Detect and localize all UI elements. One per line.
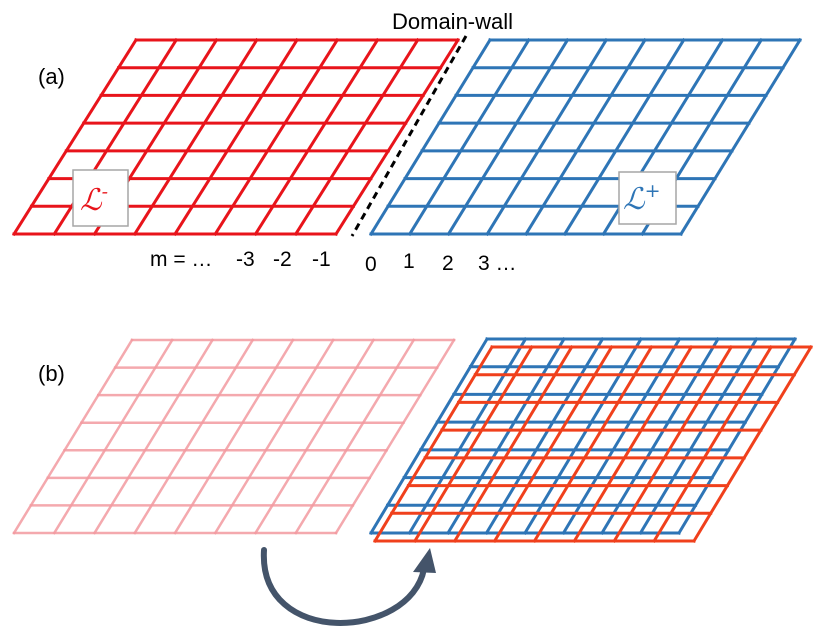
- right-lattice-symbol-box: ℒ+: [618, 171, 677, 225]
- lattice-column-line: [452, 344, 574, 544]
- lattice-column-line: [572, 344, 694, 544]
- domain-wall-label: Domain-wall: [392, 9, 513, 34]
- lattice-column-line: [523, 37, 648, 237]
- lattice-column-line: [652, 344, 774, 544]
- lattice-column-line: [368, 336, 490, 536]
- index-label: -2: [273, 248, 292, 271]
- lattice-column-line: [11, 37, 139, 237]
- lattice-column-line: [522, 336, 644, 536]
- lattice-column-line: [253, 338, 376, 535]
- lattice-column-line: [638, 336, 759, 536]
- index-label: 2: [442, 252, 454, 275]
- lattice-column-line: [485, 37, 609, 237]
- site-index-labels: m = … -3 -2 -1 0 1 2 3 …: [150, 248, 517, 276]
- index-prefix: m = …: [150, 248, 212, 271]
- lattice-column-line: [532, 344, 654, 544]
- overlaid-red-lattice: [372, 344, 814, 544]
- index-label: 3 …: [478, 252, 517, 275]
- lattice-column-line: [12, 338, 134, 535]
- lattice-column-line: [368, 37, 493, 237]
- blue-right-lattice: [368, 336, 798, 536]
- index-label: 1: [403, 250, 415, 273]
- lattice-column-line: [412, 344, 534, 544]
- lattice-column-line: [172, 37, 300, 237]
- right-lattice-symbol: ℒ+: [623, 180, 661, 217]
- lattice-column-line: [372, 344, 495, 544]
- index-label: -1: [312, 248, 331, 271]
- lattice-column-line: [562, 37, 686, 237]
- lattice-column-line: [213, 338, 335, 535]
- lattice-column-line: [445, 336, 567, 536]
- lattice-column-line: [612, 344, 734, 544]
- lattice-column-line: [691, 344, 814, 544]
- panel-b-label: (b): [38, 361, 65, 386]
- lattice-column-line: [133, 338, 255, 535]
- lattice-column-line: [213, 37, 340, 237]
- lattice-column-line: [253, 37, 380, 237]
- lattice-column-line: [446, 37, 570, 237]
- translation-arrow: [260, 547, 436, 626]
- left-lattice-symbol-box: ℒ-: [72, 169, 129, 227]
- panel-a-label: (a): [38, 64, 65, 89]
- faded-left-lattice: [12, 338, 456, 535]
- lattice-column-line: [676, 336, 798, 536]
- lattice-column-line: [294, 338, 416, 535]
- lattice-column-line: [52, 338, 174, 535]
- panel-b: (b): [12, 336, 814, 626]
- lattice-column-line: [407, 336, 528, 536]
- panel-a: (a) Domain-wall ℒ- ℒ+ m = … -3 -2 -1 0 1…: [11, 9, 803, 276]
- left-lattice-symbol: ℒ-: [80, 181, 108, 218]
- lattice-column-line: [484, 336, 605, 536]
- lattice-column-line: [333, 37, 461, 237]
- lattice-column-line: [561, 336, 682, 536]
- lattice-column-line: [92, 338, 215, 535]
- lattice-column-line: [334, 338, 456, 535]
- lattice-column-line: [599, 336, 721, 536]
- lattice-column-line: [173, 338, 295, 535]
- lattice-column-line: [492, 344, 614, 544]
- index-label: 0: [365, 253, 377, 276]
- domain-wall-line: [350, 35, 468, 237]
- index-label: -3: [236, 248, 255, 271]
- lattice-column-line: [678, 37, 803, 237]
- lattice-column-line: [293, 37, 420, 237]
- lattice-column-line: [132, 37, 259, 237]
- lattice-column-line: [407, 37, 531, 237]
